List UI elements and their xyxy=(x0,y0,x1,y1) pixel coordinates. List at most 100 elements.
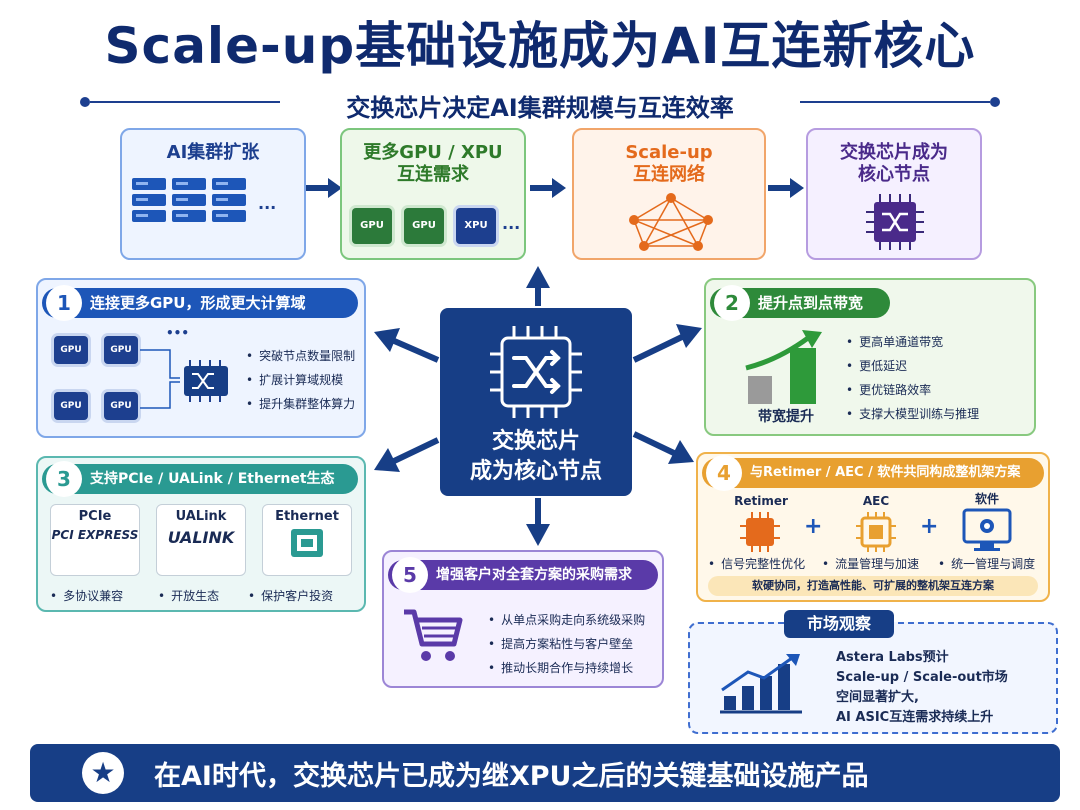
market-line: 空间显著扩大, xyxy=(836,690,919,705)
bullet-item: 提升集群整体算力 xyxy=(246,396,355,412)
bullet-item: 统一管理与调度 xyxy=(938,556,1035,572)
flow-step-cluster-expansion: AI集群扩张 ... xyxy=(120,128,306,260)
ethernet-card: Ethernet xyxy=(262,504,352,576)
section-1-more-gpus: 1 连接更多GPU，形成更大计算域 GPU GPU GPU GPU ••• 突破… xyxy=(36,278,366,438)
section-header-text: 连接更多GPU，形成更大计算域 xyxy=(90,294,306,312)
subtitle-row: 交换芯片决定AI集群规模与互连效率 xyxy=(80,88,1000,122)
server-icon xyxy=(132,178,166,238)
section-header: 4 与Retimer / AEC / 软件共同构成整机架方案 xyxy=(702,455,1044,491)
retimer-label: Retimer xyxy=(734,494,788,508)
pcie-logo: PCI EXPRESS xyxy=(51,528,139,542)
bullet-item: 流量管理与加速 xyxy=(822,556,919,572)
ethernet-port-icon xyxy=(291,529,323,557)
subtitle-dot-right xyxy=(990,97,1000,107)
software-monitor-icon xyxy=(962,508,1012,551)
gpu-chip-icon: GPU xyxy=(104,392,138,420)
bandwidth-chart-label: 带宽提升 xyxy=(758,409,814,425)
center-label-line1: 交换芯片 xyxy=(491,429,580,454)
xpu-chip-icon: XPU xyxy=(456,208,496,244)
bullet-item: 保护客户投资 xyxy=(248,588,333,604)
bullet-item: 多协议兼容 xyxy=(50,588,123,604)
section-number: 1 xyxy=(46,285,82,321)
section-header: 5 增强客户对全套方案的采购需求 xyxy=(388,557,658,593)
flow-step-label: 交换芯片成为核心节点 xyxy=(840,142,948,185)
connection-lines-icon xyxy=(140,349,228,409)
bullet-item: 开放生态 xyxy=(158,588,219,604)
center-label-line2: 成为核心节点 xyxy=(469,459,602,484)
shopping-cart-icon xyxy=(404,609,463,661)
bandwidth-growth-chart-icon xyxy=(745,330,822,404)
flow-step-switch-core-node: 交换芯片成为核心节点 xyxy=(806,128,982,260)
more-ellipsis: ••• xyxy=(166,326,190,340)
market-tag: 市场观察 xyxy=(784,610,894,638)
gpu-chip-icon: GPU xyxy=(54,392,88,420)
pcie-card: PCIe PCI EXPRESS xyxy=(50,504,140,576)
section-header-text: 增强客户对全套方案的采购需求 xyxy=(436,567,632,583)
retimer-chip-icon xyxy=(740,512,780,552)
bullet-item: 推动长期合作与持续增长 xyxy=(488,660,633,676)
mesh-network-icon xyxy=(629,193,713,251)
section-header-text: 提升点到点带宽 xyxy=(758,294,864,312)
ualink-logo: UALINK xyxy=(167,528,235,547)
subtitle-line-left xyxy=(90,101,280,103)
section-number: 3 xyxy=(46,461,82,497)
bullet-item: 支撑大模型训练与推理 xyxy=(846,406,979,422)
plus-sign: + xyxy=(804,514,823,539)
card-name: PCIe xyxy=(78,509,112,524)
page-title: Scale-up基础设施成为AI互连新核心 xyxy=(104,17,976,75)
server-icon xyxy=(172,178,206,238)
gpu-chip-icon: GPU xyxy=(54,336,88,364)
section-4-footer: 软硬协同，打造高性能、可扩展的整机架互连方案 xyxy=(708,576,1038,596)
section-number: 5 xyxy=(392,557,428,593)
star-icon: ★ xyxy=(82,752,124,794)
server-icon xyxy=(212,178,246,238)
section-5-procurement-demand: 5 增强客户对全套方案的采购需求 从单点采购走向系统级采购 提高方案粘性与客户壁… xyxy=(382,550,664,688)
market-line: AI ASIC互连需求持续上升 xyxy=(836,710,994,725)
section-number: 4 xyxy=(706,455,742,491)
gpu-chip-icon: GPU xyxy=(104,336,138,364)
bullet-item: 从单点采购走向系统级采购 xyxy=(488,612,645,628)
flow-step-label: AI集群扩张 xyxy=(166,142,260,163)
center-switch-node: 交换芯片 成为核心节点 xyxy=(440,308,632,496)
bullet-item: 更低延迟 xyxy=(846,358,907,374)
aec-label: AEC xyxy=(862,494,890,508)
aec-chip-icon xyxy=(856,512,896,552)
market-line: Scale-up / Scale-out市场 xyxy=(836,670,1008,685)
switch-chip-icon xyxy=(866,194,924,250)
market-text: Astera Labs预计 Scale-up / Scale-out市场 空间显… xyxy=(836,648,1008,728)
arrow-right-icon xyxy=(530,178,566,198)
arrow-right-icon xyxy=(306,178,342,198)
card-name: UALink xyxy=(175,509,227,524)
subtitle-dot-left xyxy=(80,97,90,107)
gpu-chip-icon: GPU xyxy=(404,208,444,244)
more-ellipsis: ... xyxy=(502,214,521,233)
card-name: Ethernet xyxy=(275,509,339,524)
section-header: 1 连接更多GPU，形成更大计算域 xyxy=(42,285,358,321)
subtitle: 交换芯片决定AI集群规模与互连效率 xyxy=(346,94,734,122)
arrow-right-icon xyxy=(768,178,804,198)
ualink-card: UALink UALINK xyxy=(156,504,246,576)
section-2-bandwidth: 2 提升点到点带宽 带宽提升 更高单通道带宽 更低延迟 更优链路效率 支撑大模型… xyxy=(704,278,1036,436)
more-ellipsis: ... xyxy=(258,194,277,213)
section-number: 2 xyxy=(714,285,750,321)
section-3-protocol-ecosystem: 3 支持PCIe / UALink / Ethernet生态 PCIe PCI … xyxy=(36,456,366,612)
gpu-chip-icon: GPU xyxy=(352,208,392,244)
section-header: 3 支持PCIe / UALink / Ethernet生态 xyxy=(42,461,358,497)
section-header-text: 支持PCIe / UALink / Ethernet生态 xyxy=(90,471,335,487)
bullet-item: 提高方案粘性与客户壁垒 xyxy=(488,636,633,652)
bullet-item: 信号完整性优化 xyxy=(708,556,805,572)
bullet-item: 扩展计算域规模 xyxy=(246,372,343,388)
section-4-rack-solution: 4 与Retimer / AEC / 软件共同构成整机架方案 Retimer A… xyxy=(696,452,1050,602)
section-header-text: 与Retimer / AEC / 软件共同构成整机架方案 xyxy=(750,465,1021,480)
market-line: Astera Labs预计 xyxy=(836,650,949,665)
section-header: 2 提升点到点带宽 xyxy=(710,285,890,321)
bullet-item: 更优链路效率 xyxy=(846,382,931,398)
software-label: 软件 xyxy=(974,492,999,506)
plus-sign: + xyxy=(920,514,939,539)
subtitle-line-right xyxy=(800,101,990,103)
